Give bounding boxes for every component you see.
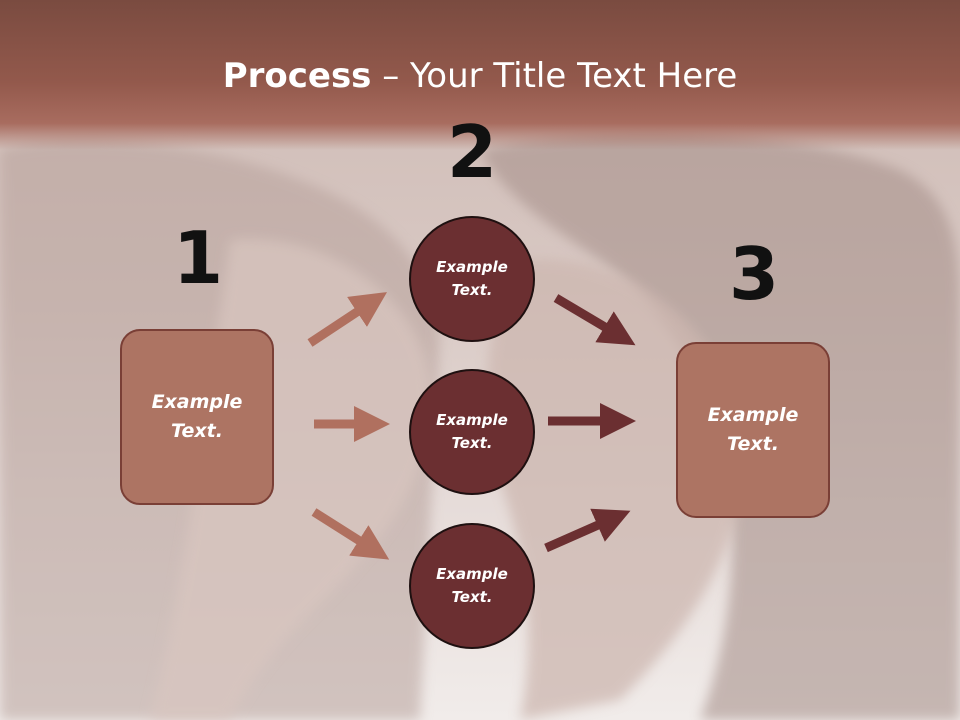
title-band [0, 0, 960, 150]
step-number-2: 2 [446, 110, 498, 194]
circle-bottom: Example Text. [409, 523, 535, 649]
circle-top: Example Text. [409, 216, 535, 342]
step-3-label-line2: Text. [727, 433, 779, 455]
step-number-3: 3 [728, 232, 780, 316]
circle-bottom-label-line2: Text. [451, 588, 493, 606]
step-3-box: Example Text. [676, 342, 830, 518]
step-1-box: Example Text. [120, 329, 274, 505]
arrow-circle-top-to-box3 [553, 294, 636, 346]
circle-middle: Example Text. [409, 369, 535, 495]
step-1-label-line2: Text. [171, 420, 223, 442]
arrow-box1-to-circle-bottom [311, 508, 390, 560]
title-bold: Process [222, 56, 372, 96]
arrow-circle-bottom-to-box3 [544, 508, 631, 553]
arrow-box1-to-circle-top [307, 292, 388, 347]
step-3-label-line1: Example [707, 404, 799, 426]
circle-middle-label-line2: Text. [451, 434, 493, 452]
circle-middle-label-line1: Example [436, 411, 508, 429]
circle-top-label-line1: Example [436, 258, 508, 276]
circle-top-label-line2: Text. [451, 281, 493, 299]
title-rest: – Your Title Text Here [371, 56, 738, 96]
step-1-label-line1: Example [151, 391, 243, 413]
circle-bottom-label-line1: Example [436, 565, 508, 583]
slide-title: Process – Your Title Text Here [0, 54, 960, 98]
step-number-1: 1 [172, 216, 224, 300]
